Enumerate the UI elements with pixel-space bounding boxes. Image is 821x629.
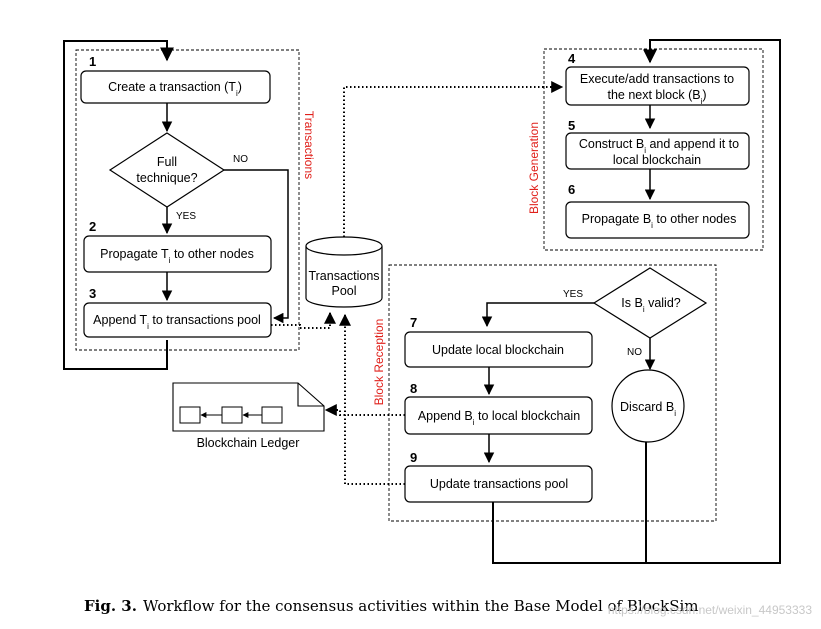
execute-transactions-line2: the next block (Bi): [607, 88, 706, 106]
block-generation-group-label: Block Generation: [527, 122, 541, 214]
ledger-block-2: [221, 406, 243, 424]
step-2-number: 2: [89, 219, 96, 234]
update-blockchain-step: [404, 331, 593, 368]
update-blockchain-label: Update local blockchain: [432, 343, 564, 357]
block-loop-edge: [492, 39, 781, 564]
edge-label-yes-1: YES: [176, 211, 196, 222]
edge-update-to-pool: [339, 313, 405, 485]
ledger-block-3: [261, 406, 283, 424]
blockchain-ledger-document: [172, 382, 325, 432]
block-reception-group-border: [388, 264, 717, 522]
ledger-label: Blockchain Ledger: [197, 436, 300, 450]
execute-transactions-line1: Execute/add transactions to: [580, 72, 734, 86]
edge-label-no-1: NO: [233, 154, 248, 165]
full-technique-line2: technique?: [136, 171, 197, 185]
step-6-number: 6: [568, 182, 575, 197]
create-transaction-label: Create a transaction (Ti): [108, 80, 242, 98]
propagate-transaction-label: Propagate Ti to other nodes: [100, 247, 254, 265]
edge-yes-to-update: [481, 302, 594, 328]
pool-label-line1: Transactions: [308, 269, 379, 283]
block-valid-label: Is Bi valid?: [621, 296, 681, 314]
step-8-number: 8: [410, 381, 417, 396]
construct-block-line2: local blockchain: [613, 153, 701, 167]
discard-block-node: [611, 369, 685, 443]
execute-transactions-step: [565, 66, 750, 106]
figure-caption: Fig. 3.Workflow for the consensus activi…: [84, 597, 699, 615]
append-to-pool-step: [83, 302, 272, 338]
transaction-loop-edge: [63, 40, 174, 370]
full-technique-decision: [108, 132, 226, 208]
propagate-transaction-step: [83, 235, 272, 273]
full-technique-line1: Full: [157, 155, 177, 169]
edge-no-to-append: [224, 169, 289, 324]
construct-block-line1: Construct Bi and append it to: [579, 137, 739, 155]
pool-label-line2: Pool: [331, 284, 356, 298]
edge-label-yes-2: YES: [563, 289, 583, 300]
step-3-number: 3: [89, 286, 96, 301]
transactions-group-label: Transactions: [302, 111, 316, 179]
step-5-number: 5: [568, 118, 575, 133]
discard-block-label: Discard Bi: [620, 400, 676, 418]
update-pool-label: Update transactions pool: [430, 477, 568, 491]
transactions-pool-cylinder: [305, 236, 383, 308]
append-block-label: Append Bi to local blockchain: [418, 409, 580, 427]
construct-block-step: [565, 132, 750, 170]
step-7-number: 7: [410, 315, 417, 330]
edge-append-to-ledger: [324, 404, 405, 416]
block-reception-group-label: Block Reception: [372, 319, 386, 406]
edge-append-to-pool: [271, 311, 336, 329]
step-1-number: 1: [89, 54, 96, 69]
append-to-pool-label: Append Ti to transactions pool: [93, 313, 261, 331]
step-9-number: 9: [410, 450, 417, 465]
transactions-group-border: [75, 49, 300, 351]
ledger-block-1: [179, 406, 201, 424]
create-transaction-step: [80, 70, 271, 104]
edge-label-no-2: NO: [627, 347, 642, 358]
propagate-block-step: [565, 201, 750, 239]
propagate-block-label: Propagate Bi to other nodes: [582, 212, 737, 230]
step-4-number: 4: [568, 51, 576, 66]
watermark: https://blog.csdn.net/weixin_44953333: [608, 603, 812, 617]
